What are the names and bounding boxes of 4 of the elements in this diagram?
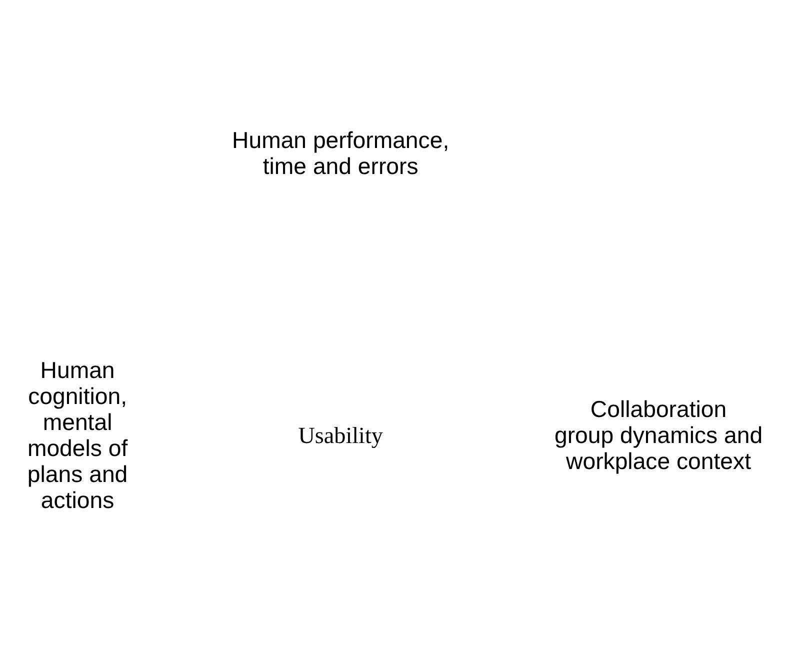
label: Human performance, time and errors bbox=[232, 127, 450, 180]
label: Usability bbox=[298, 422, 383, 449]
label: Collaboration group dynamics and workplace context bbox=[554, 396, 763, 474]
label: Human cognition, mental models of plans and actions bbox=[27, 356, 128, 513]
